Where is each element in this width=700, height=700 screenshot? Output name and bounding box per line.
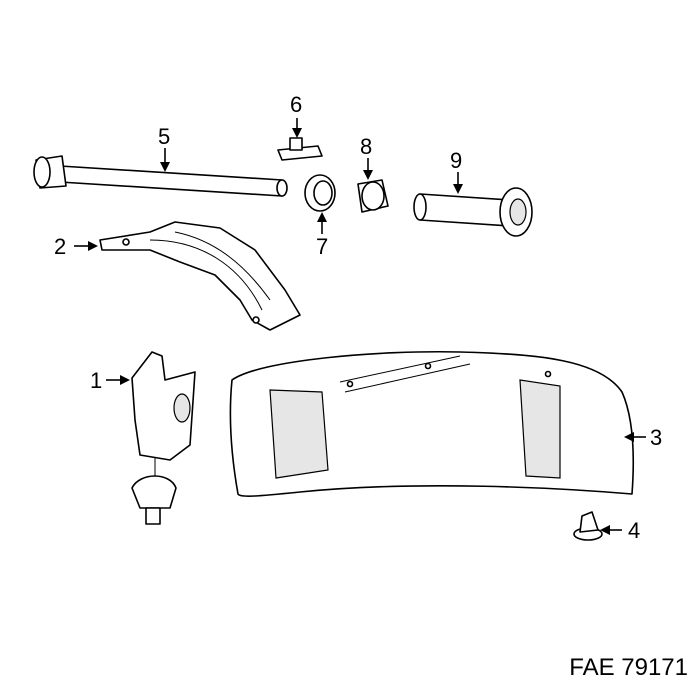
callout-1: 1 xyxy=(90,368,102,393)
callout-7: 7 xyxy=(316,234,328,259)
part-8-cap xyxy=(357,179,389,213)
part-1-jack xyxy=(131,351,196,525)
callout-8: 8 xyxy=(360,134,372,159)
callout-5: 5 xyxy=(158,124,170,149)
callout-4: 4 xyxy=(628,518,640,543)
part-4-push-clip xyxy=(573,511,603,541)
callout-9: 9 xyxy=(450,148,462,173)
part-9-handle xyxy=(413,187,533,237)
part-code: FAE 79171 xyxy=(569,654,688,681)
part-2-bracket xyxy=(99,221,301,331)
part-5-rod xyxy=(33,155,288,197)
callout-arrows xyxy=(74,118,646,535)
part-7-grommet xyxy=(304,174,336,212)
part-6-clip-nut xyxy=(277,137,323,161)
callout-6: 6 xyxy=(290,92,302,117)
part-3-cover xyxy=(229,350,635,497)
callout-2: 2 xyxy=(54,234,66,259)
callout-3: 3 xyxy=(650,425,662,450)
